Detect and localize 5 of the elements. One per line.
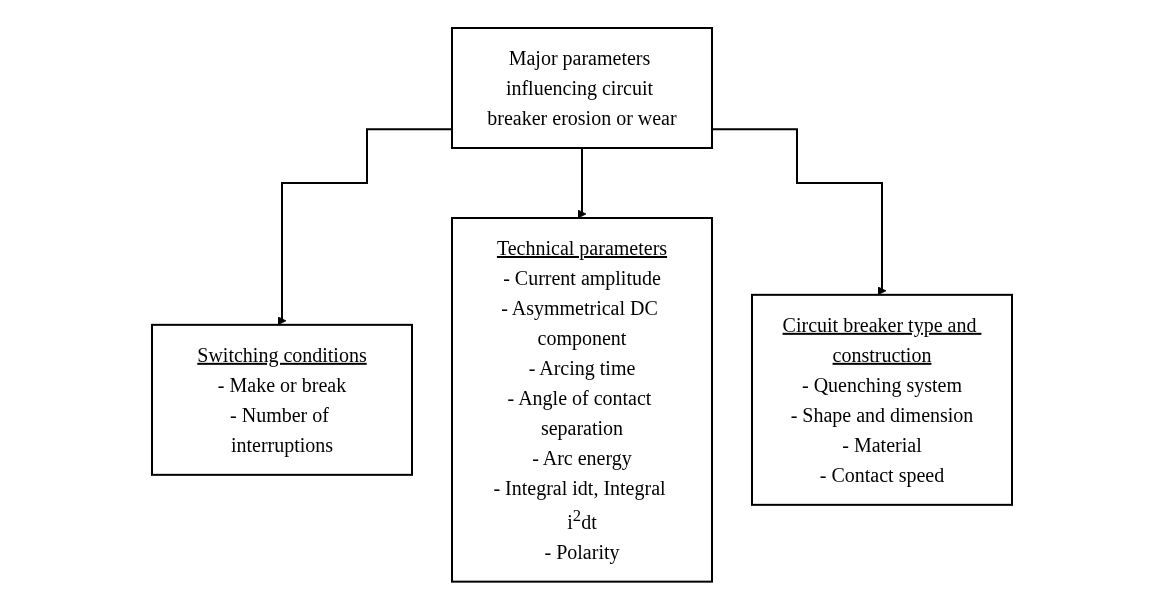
node-box: Technical parameters - Current amplitude - Asymmetrical DC component - Arcing time - Angle of contact separation - Arc energy - Integral idt, Integral i$^{2}$dt - Polarity (450, 217, 713, 583)
node-box: Circuit breaker type and construction - Quenching system - Shape and dimension - Material - Contact speed (750, 294, 1013, 506)
node-box: Switching conditions - Make or break - Number of interruptions (150, 324, 413, 476)
arrow (577, 147, 586, 219)
node-box: Major parameters influencing circuit breaker erosion or wear (450, 27, 713, 150)
